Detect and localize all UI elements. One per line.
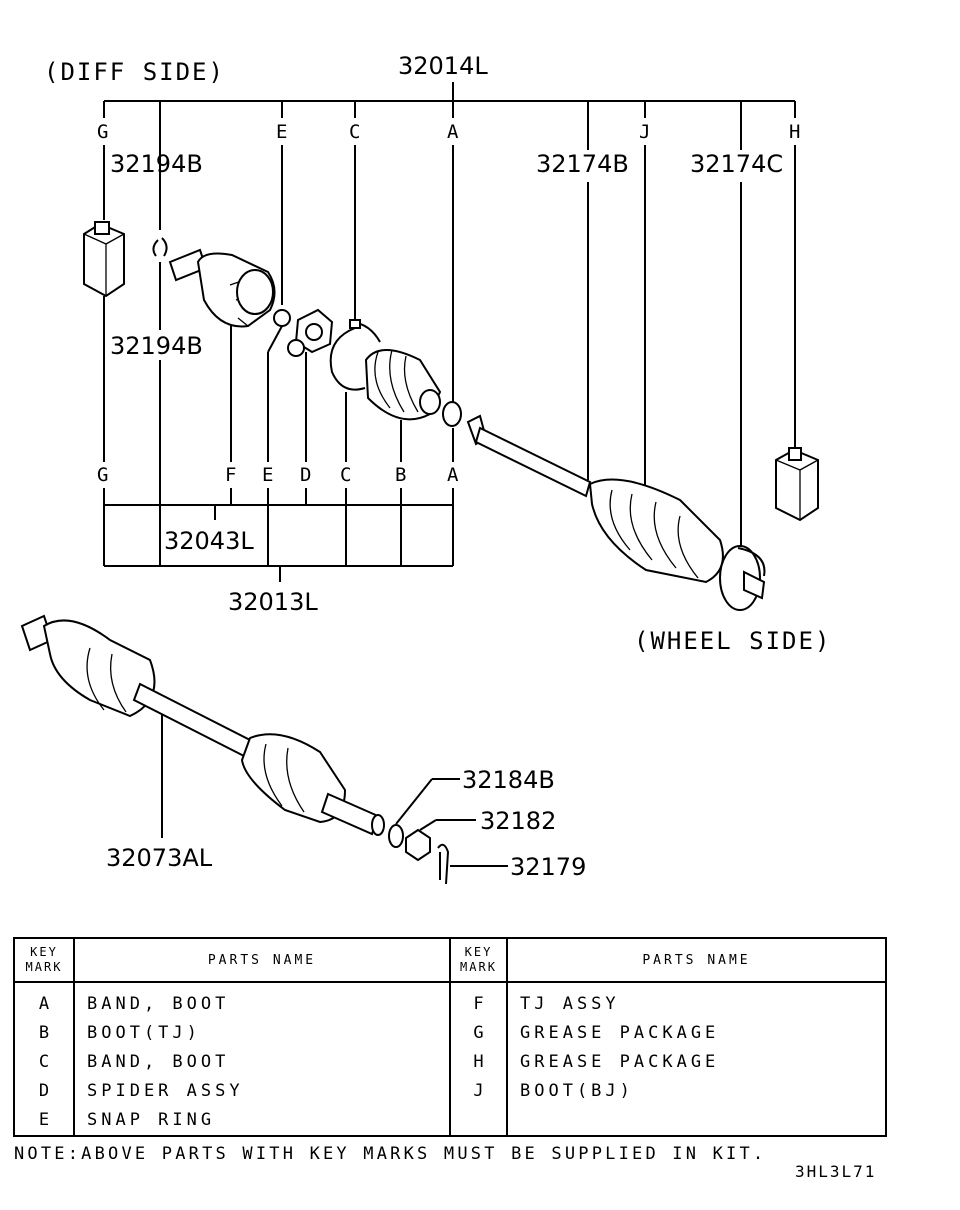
part-number-32014L: 32014L (398, 52, 488, 80)
part-number-32043L: 32043L (164, 527, 254, 555)
table-cell-name: TJ ASSY (520, 994, 620, 1014)
bottom-mark-b: B (395, 464, 406, 486)
table-cell-name: BAND, BOOT (87, 1052, 230, 1072)
grease-package-h (775, 447, 819, 522)
table-cell-mark: B (38, 1023, 50, 1043)
header-parts-name-right: PARTS NAME (507, 938, 886, 983)
top-leader-lines (103, 145, 796, 548)
header-key-mark-left: KEY MARK (14, 938, 75, 983)
band-boot-c (329, 319, 381, 391)
table-cell-name: GREASE PACKAGE (520, 1052, 720, 1072)
header-key-text: KEY (30, 945, 58, 959)
spider-assy-d (287, 308, 334, 357)
bottom-mark-e: E (262, 464, 273, 486)
boot-tj-b (364, 349, 442, 421)
table-cell-mark: D (38, 1081, 50, 1101)
top-mark-j: J (639, 121, 650, 143)
part-number-32179: 32179 (510, 853, 586, 881)
part-number-32174B: 32174B (536, 150, 629, 178)
top-mark-h: H (789, 121, 800, 143)
figure-code: 3HL3L71 (795, 1162, 877, 1181)
table-cell-name: SNAP RING (87, 1110, 216, 1130)
header-mark-text: MARK (25, 960, 63, 974)
drive-shaft-assy-32073AL (20, 614, 385, 836)
header-key-text: KEY (464, 945, 493, 959)
part-number-32013L: 32013L (228, 588, 318, 616)
parts-key-table: KEY MARK PARTS NAME KEY MARK PARTS NAME … (13, 937, 887, 1137)
part-number-32073AL: 32073AL (106, 844, 213, 872)
top-mark-e: E (276, 121, 287, 143)
wheel-side-label: (WHEEL SIDE) (634, 627, 831, 655)
table-header-row: KEY MARK PARTS NAME KEY MARK PARTS NAME (14, 938, 886, 983)
top-mark-c: C (349, 121, 360, 143)
snap-ring-e (273, 309, 291, 327)
tj-housing-f (168, 248, 276, 328)
circlip-32194B (152, 237, 168, 257)
part-number-32184B: 32184B (462, 766, 555, 794)
right-name-column: TJ ASSY GREASE PACKAGE GREASE PACKAGE BO… (507, 982, 886, 1136)
table-cell-mark: E (38, 1110, 50, 1130)
part-number-32174C: 32174C (690, 150, 783, 178)
part-number-32182: 32182 (480, 807, 556, 835)
top-mark-a: A (447, 121, 459, 143)
bottom-mark-a: A (447, 464, 459, 486)
bottom-mark-c: C (340, 464, 351, 486)
exploded-parts-diagram: (DIFF SIDE) (WHEEL SIDE) 32014L 32194B 3… (20, 52, 831, 885)
table-cell-mark: F (473, 994, 484, 1014)
table-cell-mark: H (473, 1052, 484, 1072)
diff-side-label: (DIFF SIDE) (44, 58, 225, 86)
table-cell-mark: G (473, 1023, 484, 1043)
bottom-mark-g: G (97, 464, 108, 486)
header-mark-text: MARK (460, 960, 497, 974)
grease-package-g (83, 221, 125, 298)
right-mark-column: F G H J (450, 982, 508, 1136)
table-cell-name: SPIDER ASSY (87, 1081, 244, 1101)
header-key-mark-right: KEY MARK (450, 938, 508, 983)
left-mark-column: A B C D E (14, 982, 75, 1136)
band-boot-a (442, 401, 462, 427)
bottom-mark-d: D (300, 464, 311, 486)
assembly-bracket-lower (103, 488, 454, 582)
top-mark-g: G (97, 121, 108, 143)
header-parts-name-left: PARTS NAME (74, 938, 451, 983)
table-cell-mark: J (473, 1081, 484, 1101)
left-name-column: BAND, BOOT BOOT(TJ) BAND, BOOT SPIDER AS… (74, 982, 451, 1136)
washer-32184B (388, 824, 404, 848)
part-number-32194B-mid: 32194B (110, 332, 203, 360)
nut-32182 (405, 828, 431, 862)
table-cell-name: BOOT(BJ) (520, 1081, 634, 1101)
table-cell-name: BAND, BOOT (87, 994, 230, 1014)
table-cell-mark: C (38, 1052, 50, 1072)
assembly-bracket-32014L (103, 82, 796, 230)
table-cell-mark: A (38, 994, 50, 1014)
drive-shaft-bj (466, 414, 766, 611)
table-body-row: A B C D E BAND, BOOT BOOT(TJ) BAND, BOOT… (14, 982, 886, 1136)
kit-note: NOTE:ABOVE PARTS WITH KEY MARKS MUST BE … (14, 1144, 767, 1164)
table-cell-name: BOOT(TJ) (87, 1023, 201, 1043)
table-cell-name: GREASE PACKAGE (520, 1023, 720, 1043)
cotter-pin-32179 (437, 843, 450, 885)
bottom-mark-f: F (225, 464, 236, 486)
part-number-32194B-top: 32194B (110, 150, 203, 178)
